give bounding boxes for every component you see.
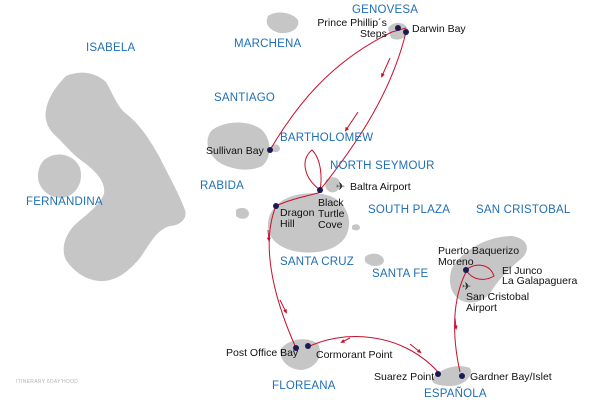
san-cristobal-landmass — [449, 236, 527, 303]
map-credit: ITINERARY 6DAY'HOOD — [16, 379, 79, 385]
label-black-turtle-cove: Black Turtle Cove — [318, 197, 345, 232]
label-suarez-point: Suarez Point — [374, 371, 435, 383]
label-sullivan-bay: Sullivan Bay — [206, 145, 264, 157]
north-seymour-landmass — [325, 177, 341, 193]
label-bartholomew: BARTHOLOMEW — [280, 132, 374, 144]
marchena-landmass — [266, 12, 299, 34]
label-la-galapaguera: La Galapaguera — [502, 275, 578, 287]
label-el-junco: El Junco — [502, 265, 543, 277]
route-segment-dragon-floreana — [268, 205, 297, 349]
stop-cormorant-point — [305, 343, 311, 349]
santa-fe-landmass — [364, 253, 384, 267]
label-santa-fe: SANTA FE — [372, 268, 429, 280]
stop-gardner-bay — [459, 373, 465, 379]
label-santiago: SANTIAGO — [214, 92, 276, 104]
label-santa-cruz: SANTA CRUZ — [280, 256, 354, 268]
label-isabela: ISABELA — [86, 42, 136, 54]
itinerary-route — [266, 27, 495, 373]
santa-cruz-landmass — [268, 193, 350, 253]
stop-darwin-bay — [403, 29, 409, 35]
label-espanola: ESPAÑOLA — [424, 388, 487, 400]
isabela-landmass — [45, 72, 186, 282]
label-puerto-baquerizo-moreno: Puerto Baquerizo Moreno — [438, 245, 520, 269]
stop-post-office-bay — [293, 345, 299, 351]
label-gardner-bay: Gardner Bay/Islet — [470, 371, 552, 383]
route-arrow-3 — [266, 229, 271, 242]
airplane-icon-san-cristobal: ✈ — [462, 280, 471, 293]
route-segment-cove-dragon — [275, 191, 323, 207]
espanola-landmass — [431, 366, 471, 386]
label-marchena: MARCHENA — [234, 38, 302, 50]
route-arrow-6 — [409, 343, 422, 354]
route-arrow-4 — [279, 299, 287, 314]
airplane-icon-baltra: ✈ — [336, 180, 345, 193]
bartholomew-landmass — [271, 144, 280, 153]
label-post-office-bay: Post Office Bay — [226, 347, 299, 359]
route-segment-baltra-bt-cove — [304, 149, 322, 191]
genovesa-landmass — [388, 22, 408, 40]
stop-prince-phillips-steps — [395, 25, 401, 31]
label-darwin-bay: Darwin Bay — [412, 23, 466, 35]
label-prince-phillips-steps: Prince Phillip´s Steps — [317, 17, 387, 41]
route-arrow-5 — [340, 337, 351, 343]
route-arrow-7 — [453, 317, 458, 330]
label-san-cristobal-airport: San Cristobal Airport — [466, 291, 530, 315]
route-segment-highlands-loop — [465, 264, 495, 280]
label-floreana: FLOREANA — [272, 380, 336, 392]
label-genovesa: GENOVESA — [352, 4, 419, 16]
label-dragon-hill: Dragon Hill — [280, 207, 315, 231]
fernandina-landmass — [38, 154, 82, 198]
santiago-landmass — [207, 122, 270, 170]
label-baltra-airport: Baltra Airport — [350, 181, 411, 193]
stop-puerto-baquerizo-moreno — [463, 267, 469, 273]
stop-black-turtle-cove — [317, 187, 323, 193]
label-south-plaza: SOUTH PLAZA — [368, 204, 451, 216]
stop-sullivan-bay — [267, 147, 273, 153]
south-plaza-landmass — [352, 224, 360, 231]
label-rabida: RABIDA — [200, 180, 245, 192]
route-segment-sullivan-genovesa — [269, 31, 393, 151]
label-san-cristobal: SAN CRISTOBAL — [476, 204, 571, 216]
route-arrow-2 — [381, 57, 391, 78]
route-segment-floreana-suarez — [305, 336, 439, 373]
label-cormorant-point: Cormorant Point — [316, 349, 393, 361]
stop-suarez-point — [435, 371, 441, 377]
stop-dragon-hill — [273, 203, 279, 209]
label-north-seymour: NORTH SEYMOUR — [330, 160, 435, 172]
rabida-landmass — [236, 207, 249, 219]
route-segment-darwin-baltra — [319, 31, 407, 191]
label-fernandina: FERNANDINA — [26, 196, 103, 208]
route-arrow-1 — [344, 111, 359, 132]
